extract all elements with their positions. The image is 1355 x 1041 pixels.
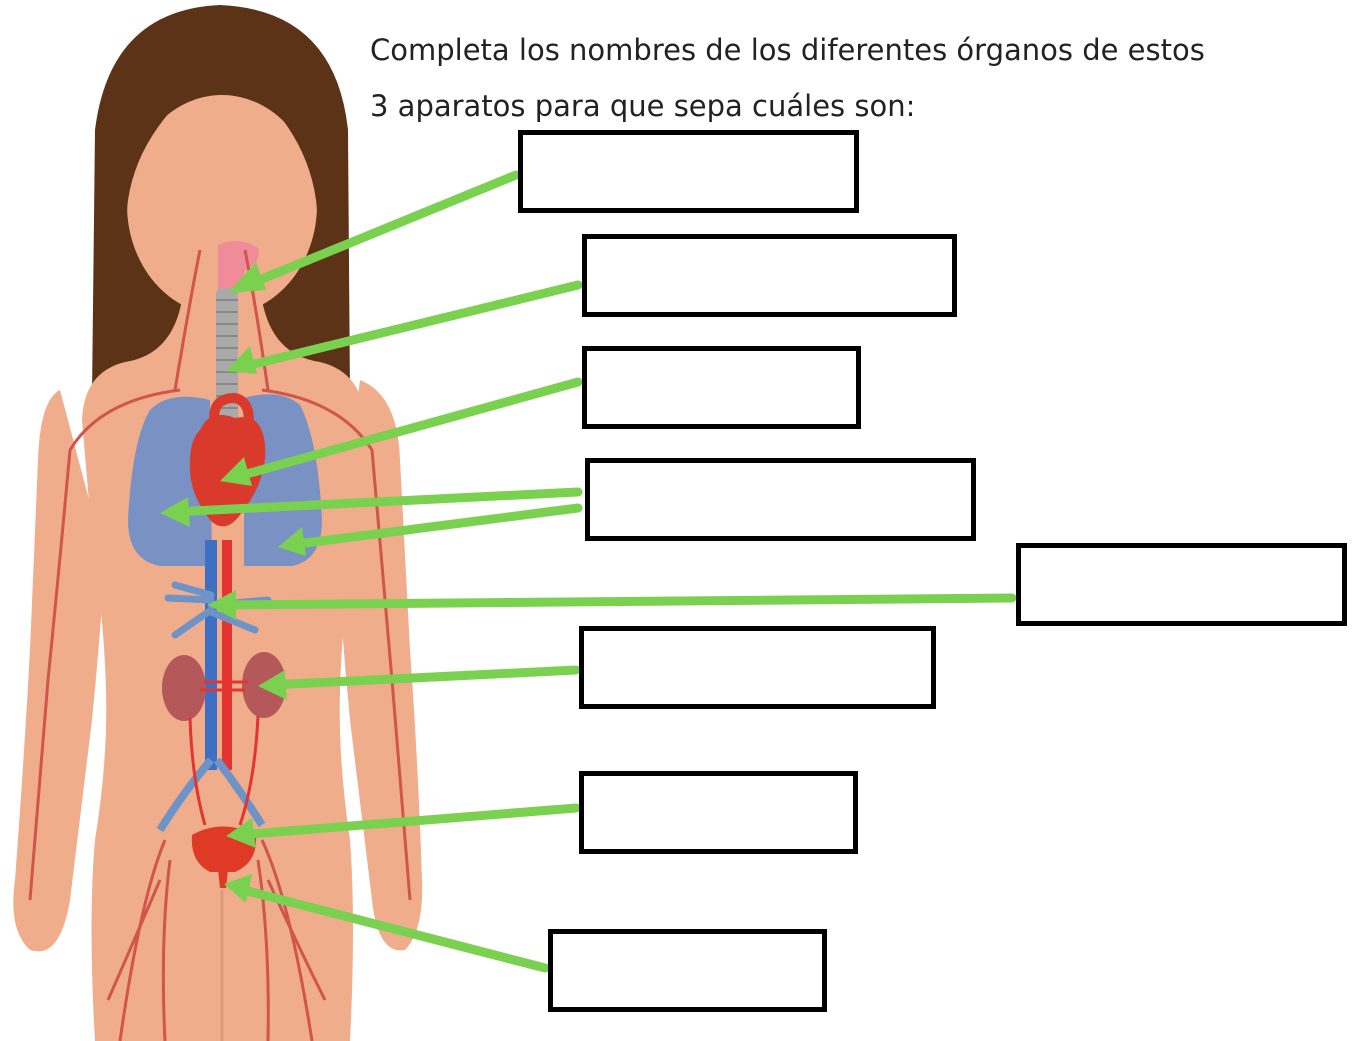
instructions-line-1: Completa los nombres de los diferentes ó… — [370, 33, 1205, 67]
heart — [189, 414, 266, 527]
abdominal-aorta — [222, 540, 232, 770]
answer-box-larynx[interactable] — [518, 130, 859, 213]
trachea — [216, 288, 238, 423]
hair-side-right — [220, 60, 346, 330]
answer-box-trachea[interactable] — [582, 234, 957, 317]
arrow-5 — [215, 593, 1017, 610]
arrow-8 — [231, 883, 550, 973]
ureters — [188, 715, 260, 826]
left-leg-vessels — [106, 839, 172, 1041]
answer-box-heart[interactable] — [582, 346, 861, 429]
instructions-text: Completa los nombres de los diferentes ó… — [370, 22, 1330, 134]
arrowhead-2 — [226, 346, 257, 374]
left-arm-artery — [28, 388, 181, 901]
arrowhead-8 — [224, 874, 252, 903]
larynx — [218, 241, 259, 290]
arrow-1 — [235, 170, 521, 293]
arrowhead-4a — [160, 497, 190, 527]
answer-box-kidney[interactable] — [579, 626, 936, 709]
arrow-7 — [233, 803, 581, 840]
face — [127, 95, 317, 315]
arrow-6 — [265, 665, 581, 690]
renal-vessels — [200, 680, 248, 692]
left-kidney — [162, 655, 206, 721]
answer-box-blood-vessels[interactable] — [1016, 543, 1347, 626]
arrow-3 — [227, 377, 583, 483]
arrowhead-5 — [208, 590, 236, 620]
arrow-4b — [285, 503, 583, 550]
arrowhead-3 — [220, 457, 252, 486]
arrow-2 — [233, 280, 583, 373]
iliac-veins — [156, 757, 266, 833]
vena-cava — [205, 540, 217, 770]
aorta — [209, 392, 254, 429]
answer-box-bladder[interactable] — [579, 771, 858, 854]
hair-side-left — [99, 60, 230, 330]
arrow-4a — [167, 487, 583, 517]
right-arm-artery — [261, 388, 412, 901]
arrowhead-7 — [226, 818, 256, 848]
neck-vessels — [173, 249, 270, 391]
left-lung — [128, 396, 212, 566]
arrowhead-6 — [258, 670, 287, 700]
answer-box-lungs[interactable] — [585, 458, 976, 541]
arrowhead-4b — [278, 527, 306, 556]
instructions-line-2: 3 aparatos para que sepa cuáles son: — [370, 89, 916, 123]
answer-box-urethra[interactable] — [548, 929, 827, 1012]
arrowhead-1 — [228, 262, 266, 293]
